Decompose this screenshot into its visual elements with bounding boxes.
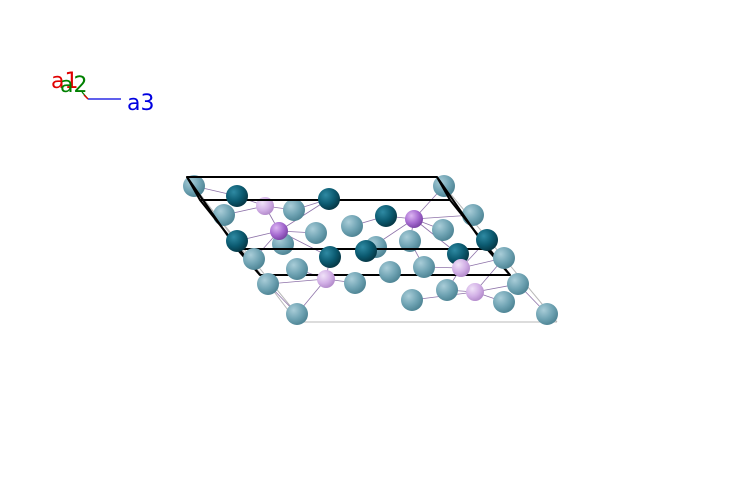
axis-triad: a1 a2 a3 <box>51 69 154 116</box>
atom-teal[interactable] <box>344 272 366 294</box>
axis-a3-label: a3 <box>127 91 154 116</box>
atom-teal[interactable] <box>401 289 423 311</box>
atom-purple[interactable] <box>405 210 423 228</box>
atom-dark[interactable] <box>375 205 397 227</box>
atom-teal[interactable] <box>257 273 279 295</box>
atom-purple[interactable] <box>270 222 288 240</box>
atom-teal[interactable] <box>213 204 235 226</box>
atom-purple-light[interactable] <box>317 270 335 288</box>
atom-purple-light[interactable] <box>452 259 470 277</box>
atom-teal[interactable] <box>305 222 327 244</box>
atom-dark[interactable] <box>319 246 341 268</box>
atom-teal[interactable] <box>243 248 265 270</box>
atom-teal[interactable] <box>432 219 454 241</box>
atom-teal[interactable] <box>341 215 363 237</box>
atoms-front <box>226 185 558 325</box>
atom-purple-light[interactable] <box>466 283 484 301</box>
cell-edge-vertical <box>186 176 201 201</box>
cell-edge-vertical <box>436 176 451 201</box>
atom-teal[interactable] <box>413 256 435 278</box>
atom-teal[interactable] <box>286 303 308 325</box>
atom-dark[interactable] <box>318 188 340 210</box>
atom-dark[interactable] <box>476 229 498 251</box>
axis-a1-label: a1 <box>51 69 78 94</box>
axis-a1-line <box>83 94 89 100</box>
atom-dark[interactable] <box>226 185 248 207</box>
atom-teal[interactable] <box>436 279 458 301</box>
atom-teal[interactable] <box>462 204 484 226</box>
atom-teal[interactable] <box>493 247 515 269</box>
atom-teal[interactable] <box>493 291 515 313</box>
atom-teal[interactable] <box>399 230 421 252</box>
atom-teal[interactable] <box>283 199 305 221</box>
atom-teal[interactable] <box>536 303 558 325</box>
atom-dark[interactable] <box>226 230 248 252</box>
axis-a2-label: a2 <box>60 73 87 98</box>
atom-teal[interactable] <box>379 261 401 283</box>
atom-teal[interactable] <box>286 258 308 280</box>
atom-teal[interactable] <box>507 273 529 295</box>
atom-purple-light[interactable] <box>256 197 274 215</box>
atom-dark[interactable] <box>355 240 377 262</box>
